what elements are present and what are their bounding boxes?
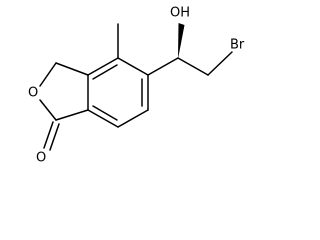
bond-ch2-oxygen [39,62,57,87]
bromine-label: Br [230,38,245,53]
bond-carbinol-ch2 [177,57,209,76]
bond-side-chain-ring [147,57,179,76]
bond-ring-bottom-double [92,105,118,121]
stereo-wedge-bond [178,23,185,59]
carbonyl-oxygen-label: O [36,151,46,166]
bond-ring-lower-left [87,109,119,128]
bond-ring-top [87,57,119,76]
bond-carbonyl-oxygen-a [43,121,54,149]
ring-oxygen-label: O [28,86,38,101]
bond-ch2-bromine [207,51,233,76]
bond-oxygen-carbonyl [39,99,57,121]
molecule-structure: O O OH Br [28,6,245,166]
bond-carbonyl-aryl [55,109,89,121]
bond-ring-lower-right [117,109,149,128]
bond-ring-top-double [92,64,118,80]
bond-carbonyl-oxygen-b [49,123,60,151]
bond-ring-upper-right [117,57,149,76]
hydroxyl-label: OH [170,6,190,21]
bond-ch2-aryl [55,62,89,76]
